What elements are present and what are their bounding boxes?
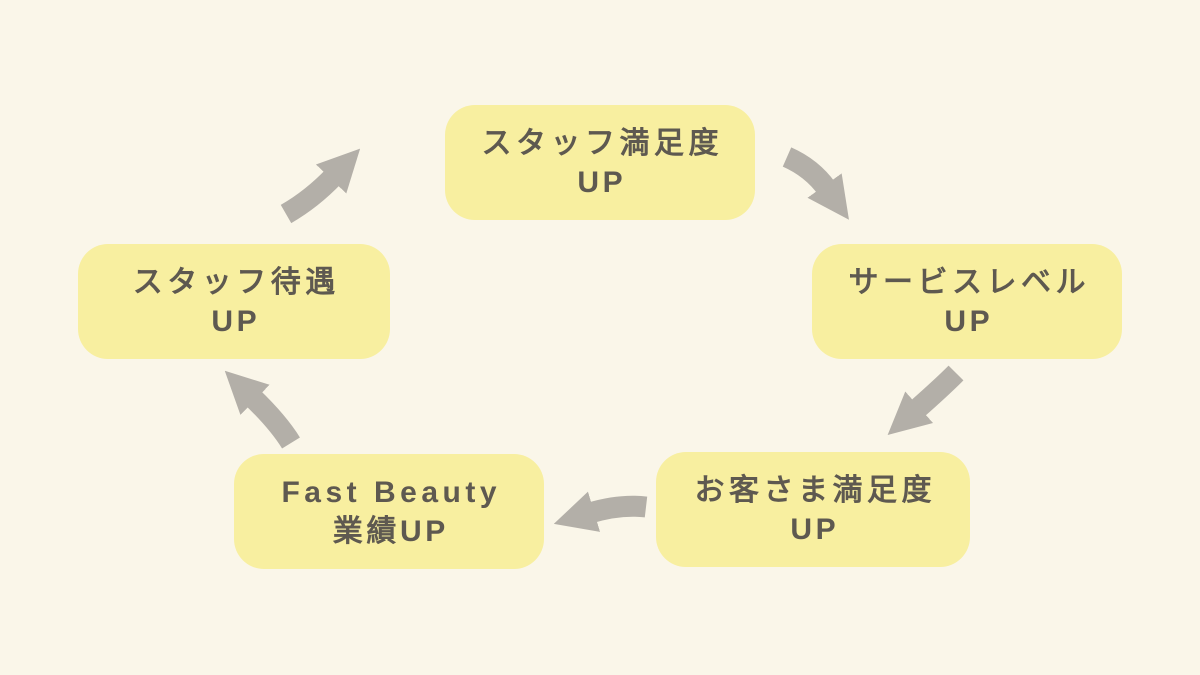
arrow-satisfaction-to-service-icon	[782, 147, 849, 220]
node-customer-satisfaction: お客さま満足度 UP	[656, 452, 970, 567]
node-label-line2: UP	[211, 304, 261, 338]
node-label-line1: お客さま満足度	[694, 473, 936, 507]
arrow-customer-to-results-icon	[553, 491, 648, 532]
node-label-line2: UP	[944, 304, 994, 338]
node-label-line1: サービスレベル	[848, 265, 1090, 299]
node-label-line2: UP	[790, 512, 840, 546]
node-label-line2: UP	[577, 165, 627, 199]
node-label-line1: スタッフ満足度	[481, 126, 723, 160]
node-label-line2: 業績UP	[332, 514, 449, 548]
node-label-line1: Fast Beauty	[281, 475, 502, 509]
arrow-service-to-customer-icon	[887, 365, 964, 435]
node-label-line1: スタッフ待遇	[132, 265, 340, 299]
node-staff-treatment: スタッフ待遇 UP	[78, 244, 390, 359]
node-fast-beauty-results: Fast Beauty 業績UP	[234, 454, 544, 569]
node-staff-satisfaction: スタッフ満足度 UP	[445, 105, 755, 220]
arrow-results-to-treatment-icon	[224, 370, 300, 449]
node-service-level: サービスレベル UP	[812, 244, 1122, 359]
arrow-treatment-to-satisfaction-icon	[280, 148, 361, 224]
